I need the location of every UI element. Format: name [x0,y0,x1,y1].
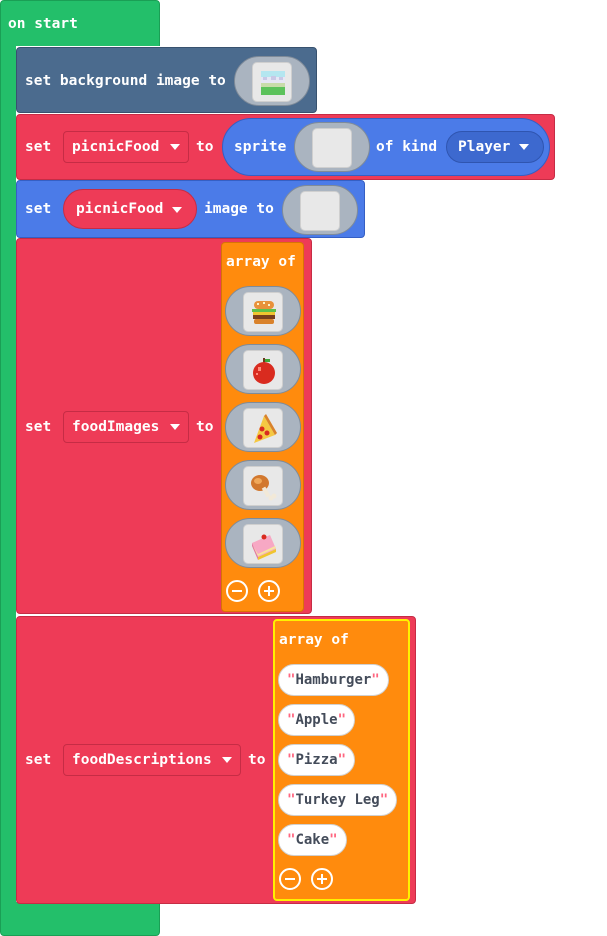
to-label: to [196,139,214,155]
hamburger-image-slot[interactable] [225,286,301,336]
empty-image-icon [300,191,340,231]
string-value: Pizza [295,752,338,768]
set-label: set [25,201,52,217]
add-item-button[interactable] [258,580,280,602]
array-of-label: array of [279,632,349,648]
cake-icon [243,524,283,564]
array-of-label: array of [226,254,296,270]
to-label: to [248,752,266,768]
variable-dropdown-foodimages[interactable]: foodImages [63,411,189,443]
to-label: to [196,419,214,435]
string-slot-pizza[interactable]: "Pizza" [278,744,356,776]
turkey-leg-image-slot[interactable] [225,460,301,510]
close-quote: " [379,792,389,808]
dropdown-caret-icon [170,144,180,150]
remove-item-button[interactable] [226,580,248,602]
minus-icon [285,878,295,880]
set-label: set [25,139,52,155]
empty-image-icon [312,128,352,168]
set-label: set [25,752,52,768]
apple-image-slot[interactable] [225,344,301,394]
open-quote: " [287,792,296,808]
string-value: Turkey Leg [295,792,380,808]
image-to-label: image to [204,201,274,217]
set-label: set [25,419,52,435]
background-image-picker[interactable] [234,56,310,106]
variable-dropdown-fooddescriptions[interactable]: foodDescriptions [63,744,241,776]
open-quote: " [287,752,296,768]
pizza-image-slot[interactable] [225,402,301,452]
plus-icon-vertical [321,874,323,884]
remove-item-button[interactable] [279,868,301,890]
on-start-label: on start [8,16,78,32]
kind-dropdown[interactable]: Player [446,131,544,163]
minus-icon [232,590,242,592]
dropdown-caret-icon [170,424,180,430]
string-value: Hamburger [295,672,372,688]
of-kind-label: of kind [376,139,438,155]
string-value: Cake [295,832,330,848]
cake-image-slot[interactable] [225,518,301,568]
dropdown-caret-icon [172,207,182,213]
string-value: Apple [295,712,338,728]
kind-value: Player [458,139,511,155]
string-slot-turkey-leg[interactable]: "Turkey Leg" [278,784,398,816]
plus-icon-vertical [268,586,270,596]
turkey-leg-icon [243,466,283,506]
string-slot-apple[interactable]: "Apple" [278,704,356,736]
close-quote: " [337,752,347,768]
landscape-image-icon [252,62,292,102]
hamburger-icon [243,292,283,332]
apple-icon [243,350,283,390]
sprite-image-picker[interactable] [294,122,370,172]
variable-name: picnicFood [76,201,164,217]
close-quote: " [371,672,380,688]
variable-name: foodImages [72,419,160,435]
sprite-label: sprite [234,139,287,155]
dropdown-caret-icon [519,144,529,150]
open-quote: " [287,712,296,728]
sprite-variable-dropdown-picnicfood[interactable]: picnicFood [63,189,197,229]
sprite-image-picker[interactable] [282,185,358,235]
variable-name: foodDescriptions [72,752,212,768]
string-slot-hamburger[interactable]: "Hamburger" [278,664,389,696]
string-slot-cake[interactable]: "Cake" [278,824,347,856]
add-item-button[interactable] [311,868,333,890]
open-quote: " [287,672,296,688]
close-quote: " [329,832,338,848]
dropdown-caret-icon [222,757,232,763]
set-background-image-label: set background image to [25,73,226,89]
close-quote: " [337,712,347,728]
pizza-icon [243,408,283,448]
variable-dropdown-picnicfood[interactable]: picnicFood [63,131,189,163]
open-quote: " [287,832,296,848]
variable-name: picnicFood [72,139,160,155]
